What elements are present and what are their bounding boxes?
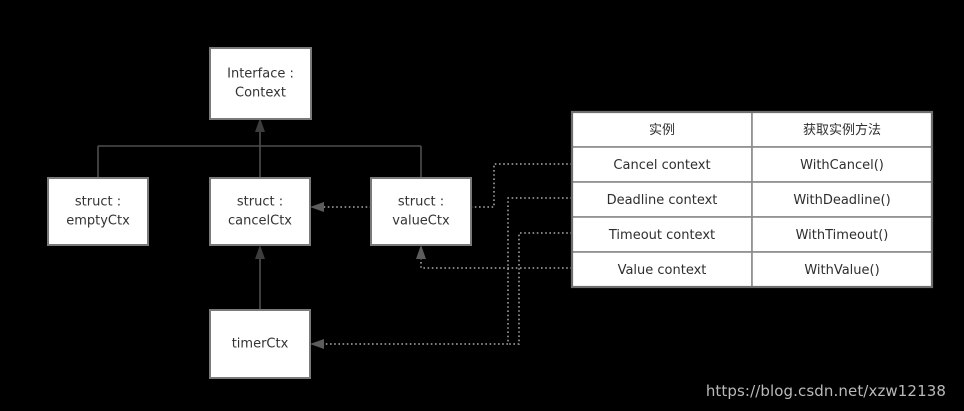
struct-emptyctx-line2: emptyCtx xyxy=(66,214,130,229)
arrowhead-to-cancelctx xyxy=(255,245,265,259)
arrowhead-cancel-to-cancelctx xyxy=(310,202,324,212)
table-header-instance-label: 实例 xyxy=(649,123,675,138)
table-header-method-label: 获取实例方法 xyxy=(803,122,881,138)
table-to-struct-dotted-links xyxy=(310,163,572,349)
struct-valuectx-box[interactable] xyxy=(370,177,472,246)
table-cell-instance-label: Deadline context xyxy=(607,193,718,208)
struct-emptyctx-line1: struct : xyxy=(75,195,121,210)
table-cell-instance xyxy=(571,146,753,183)
node-interface-context[interactable]: Interface : Context xyxy=(209,47,312,120)
dotted-link-timeout-to-timerctx xyxy=(508,232,572,345)
watermark: https://blog.csdn.net/xzw12138 xyxy=(705,382,946,400)
node-struct-valuectx[interactable]: struct : valueCtx xyxy=(370,177,472,246)
table-row-deadline[interactable]: Deadline context WithDeadline() xyxy=(571,181,933,218)
table-cell-method xyxy=(751,181,933,218)
node-struct-timerctx[interactable]: timerCtx xyxy=(209,309,311,379)
dotted-link-value-to-valuectx xyxy=(420,258,572,269)
table-cell-method xyxy=(751,216,933,253)
dotted-link-cancel-to-cancelctx xyxy=(318,163,572,208)
arrowhead-to-context xyxy=(255,118,265,132)
struct-cancelctx-line2: cancelCtx xyxy=(228,214,292,229)
struct-valuectx-line1: struct : xyxy=(398,195,444,210)
table-cell-instance-label: Timeout context xyxy=(608,228,715,243)
table-cell-method-label: WithValue() xyxy=(804,263,879,278)
struct-timerctx-line1: timerCtx xyxy=(232,337,289,352)
node-struct-emptyctx[interactable]: struct : emptyCtx xyxy=(47,177,149,246)
struct-cancelctx-line1: struct : xyxy=(237,195,283,210)
table-row-cancel[interactable]: Cancel context WithCancel() xyxy=(571,146,933,183)
table-cell-method-label: WithTimeout() xyxy=(796,228,889,243)
arrowhead-to-valuectx xyxy=(416,245,426,259)
interface-context-line2: Context xyxy=(235,86,286,101)
struct-timerctx-box[interactable] xyxy=(209,309,311,379)
instance-method-table: 实例 获取实例方法 Cancel context WithCancel() De… xyxy=(570,110,934,289)
table-cell-method-label: WithDeadline() xyxy=(793,193,890,208)
arrowhead-to-timerctx xyxy=(310,339,324,349)
struct-valuectx-line2: valueCtx xyxy=(392,214,450,229)
table-cell-instance-label: Value context xyxy=(618,263,707,278)
table-outline xyxy=(570,110,934,289)
inheritance-tree-solid-links xyxy=(97,118,422,310)
struct-emptyctx-box[interactable] xyxy=(47,177,149,246)
interface-context-box[interactable] xyxy=(209,47,312,120)
interface-context-line1: Interface : xyxy=(227,67,294,82)
table-row-value[interactable]: Value context WithValue() xyxy=(571,251,933,288)
struct-cancelctx-box[interactable] xyxy=(209,177,311,246)
table-cell-instance xyxy=(571,251,753,288)
table-row-timeout[interactable]: Timeout context WithTimeout() xyxy=(571,216,933,253)
table-cell-method-label: WithCancel() xyxy=(800,158,884,173)
table-cell-instance-label: Cancel context xyxy=(613,158,710,173)
node-struct-cancelctx[interactable]: struct : cancelCtx xyxy=(209,177,311,246)
